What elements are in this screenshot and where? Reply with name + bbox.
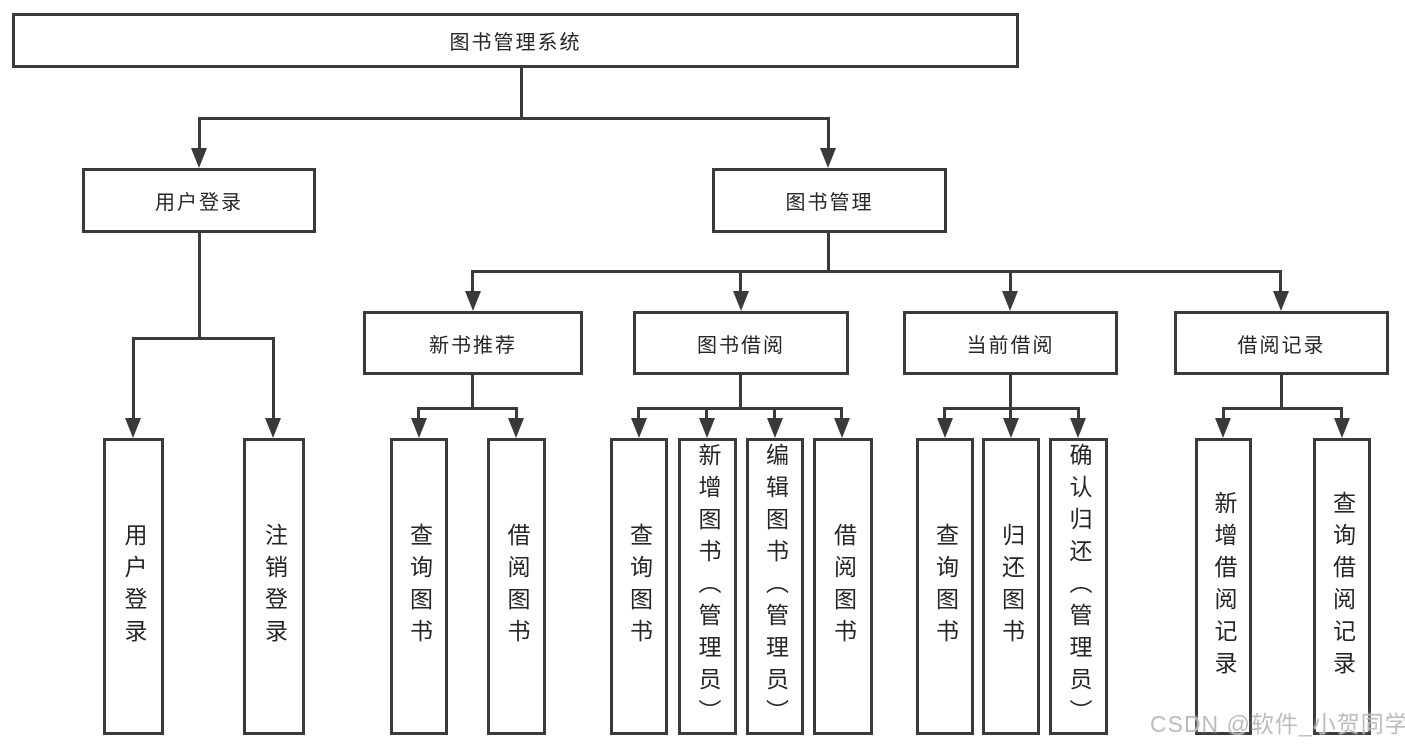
connector-user-login-rail [132, 337, 275, 340]
leaf-bb-query-books-label: 查询图书 [626, 522, 653, 651]
node-library-system-label: 图书管理系统 [449, 32, 582, 54]
connector-drop-user-login [198, 117, 201, 150]
connector-new-book-rail [417, 407, 518, 410]
node-new-book-recommend: 新书推荐 [363, 311, 583, 375]
arrowhead-bb-query [631, 418, 647, 438]
leaf-br-query-record: 查询借阅记录 [1313, 438, 1371, 735]
connector-drop-nb-query [417, 407, 420, 420]
leaf-nb-query-books: 查询图书 [390, 438, 448, 735]
connector-drop-new-book [471, 270, 474, 293]
connector-level2-rail [199, 117, 830, 120]
arrowhead-br-query [1334, 418, 1350, 438]
leaf-cb-query-books-label: 查询图书 [932, 522, 959, 651]
arrowhead-nb-borrow [508, 418, 524, 438]
connector-book-borrow-trunk [739, 373, 742, 407]
leaf-br-query-record-label: 查询借阅记录 [1329, 490, 1356, 683]
node-user-login: 用户登录 [82, 168, 316, 233]
leaf-bb-edit-books-admin-label: 编辑图书（管理员） [762, 442, 789, 731]
connector-drop-book-management [827, 117, 830, 150]
node-borrow-records: 借阅记录 [1174, 311, 1389, 375]
arrowhead-user-login [191, 148, 207, 168]
leaf-logout: 注销登录 [243, 438, 305, 735]
arrowhead-bb-add [699, 418, 715, 438]
node-current-borrow: 当前借阅 [903, 311, 1118, 375]
leaf-cb-confirm-return-admin-label: 确认归还（管理员） [1066, 442, 1092, 731]
connector-drop-borrow-records [1279, 270, 1282, 293]
connector-drop-cb-confirm [1077, 407, 1080, 420]
connector-level3-rail [471, 270, 1281, 273]
connector-drop-leaf-logout [272, 337, 275, 420]
leaf-nb-query-books-label: 查询图书 [406, 522, 433, 651]
connector-new-book-trunk [471, 373, 474, 407]
leaf-nb-borrow-books: 借阅图书 [487, 438, 546, 735]
arrowhead-nb-query [411, 418, 427, 438]
node-borrow-records-label: 借阅记录 [1237, 334, 1326, 357]
connector-drop-cb-query [943, 407, 946, 420]
leaf-bb-borrow-books: 借阅图书 [813, 438, 873, 735]
node-book-borrow: 图书借阅 [633, 311, 849, 375]
arrowhead-book-borrow [733, 291, 749, 311]
connector-drop-nb-borrow [515, 407, 518, 420]
connector-drop-br-query [1340, 407, 1343, 420]
arrowhead-current-borrow [1002, 291, 1018, 311]
leaf-user-login-label: 用户登录 [121, 522, 147, 651]
leaf-bb-add-books-admin: 新增图书（管理员） [678, 438, 737, 735]
connector-drop-bb-borrow [840, 407, 843, 420]
node-library-system: 图书管理系统 [12, 13, 1019, 68]
leaf-bb-borrow-books-label: 借阅图书 [830, 522, 857, 651]
connector-borrow-records-rail [1222, 407, 1343, 410]
arrowhead-bb-edit [767, 418, 783, 438]
arrowhead-cb-confirm [1070, 418, 1086, 438]
node-book-management: 图书管理 [712, 168, 947, 233]
leaf-logout-label: 注销登录 [261, 522, 288, 651]
leaf-user-login: 用户登录 [103, 438, 164, 735]
arrowhead-bb-borrow [834, 418, 850, 438]
connector-user-login-trunk [198, 231, 201, 337]
connector-root-trunk [520, 66, 523, 117]
leaf-cb-query-books: 查询图书 [916, 438, 974, 735]
arrowhead-br-add [1215, 418, 1231, 438]
leaf-nb-borrow-books-label: 借阅图书 [504, 522, 530, 651]
leaf-bb-edit-books-admin: 编辑图书（管理员） [746, 438, 804, 735]
arrowhead-borrow-records [1273, 291, 1289, 311]
arrowhead-new-book [465, 291, 481, 311]
arrowhead-leaf-logout [265, 418, 281, 438]
connector-book-borrow-rail [637, 407, 843, 410]
leaf-bb-query-books: 查询图书 [610, 438, 668, 735]
node-book-management-label: 图书管理 [785, 192, 874, 214]
leaf-bb-add-books-admin-label: 新增图书（管理员） [695, 442, 721, 731]
leaf-cb-return-books: 归还图书 [982, 438, 1040, 735]
node-new-book-recommend-label: 新书推荐 [429, 334, 517, 357]
connector-borrow-records-trunk [1280, 373, 1283, 407]
connector-drop-br-add [1222, 407, 1225, 420]
connector-drop-bb-edit [773, 407, 776, 420]
arrowhead-leaf-user-login [125, 418, 141, 438]
leaf-cb-confirm-return-admin: 确认归还（管理员） [1049, 438, 1108, 735]
node-user-login-label: 用户登录 [155, 192, 243, 214]
csdn-watermark: CSDN @软件_小贺同学 [1150, 711, 1405, 737]
leaf-cb-return-books-label: 归还图书 [998, 522, 1025, 651]
arrowhead-book-management [820, 148, 836, 168]
connector-drop-leaf-user-login [132, 337, 135, 420]
node-current-borrow-label: 当前借阅 [966, 334, 1055, 357]
connector-drop-book-borrow [739, 270, 742, 293]
node-book-borrow-label: 图书借阅 [697, 334, 785, 357]
leaf-br-add-record: 新增借阅记录 [1195, 438, 1252, 735]
connector-drop-bb-query [637, 407, 640, 420]
connector-current-borrow-trunk [1009, 373, 1012, 407]
leaf-br-add-record-label: 新增借阅记录 [1211, 490, 1237, 683]
arrowhead-cb-query [937, 418, 953, 438]
connector-book-management-trunk [827, 231, 830, 270]
arrowhead-cb-return [1003, 418, 1019, 438]
connector-drop-bb-add [705, 407, 708, 420]
connector-drop-cb-return [1009, 407, 1012, 420]
connector-drop-current-borrow [1009, 270, 1012, 293]
